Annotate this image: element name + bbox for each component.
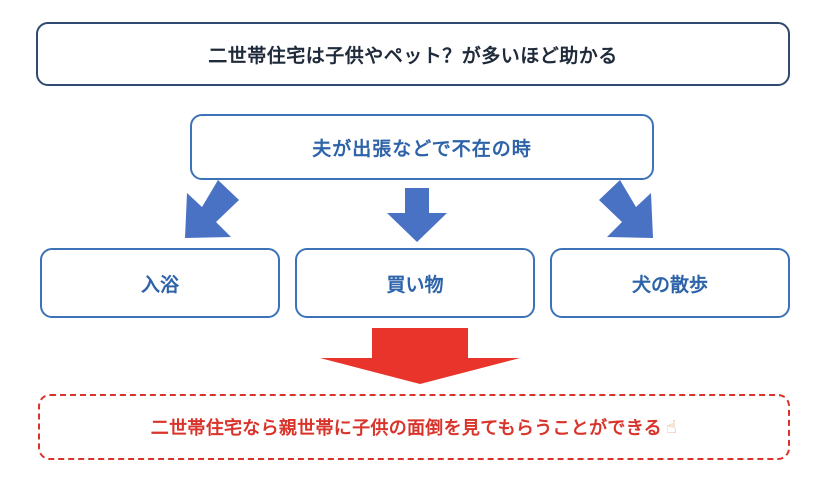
cause-box: 夫が出張などで不在の時 [190,114,654,180]
arrow-down-icon [387,188,447,242]
title-text: 二世帯住宅は子供やペット？が多いほど助かる [208,44,618,67]
item-box-shopping: 買い物 [295,248,535,318]
item-label: 犬の散歩 [631,273,708,296]
arrow-down-left-icon [185,180,239,238]
arrow-down-right-icon [599,180,653,238]
conclusion-text: 二世帯住宅なら親世帯に子供の面倒を見てもらうことができる [150,418,662,439]
cause-text: 夫が出張などで不在の時 [312,137,532,160]
item-label: 買い物 [386,273,444,296]
pointing-finger-icon: ☝ [665,416,678,438]
conclusion-box: 二世帯住宅なら親世帯に子供の面倒を見てもらうことができる ☝ [38,394,790,460]
item-box-bath: 入浴 [40,248,280,318]
title-box: 二世帯住宅は子供やペット？が多いほど助かる [36,22,790,86]
item-box-dog-walk: 犬の散歩 [550,248,790,318]
item-label: 入浴 [140,273,179,296]
big-arrow-down-icon [320,328,520,384]
